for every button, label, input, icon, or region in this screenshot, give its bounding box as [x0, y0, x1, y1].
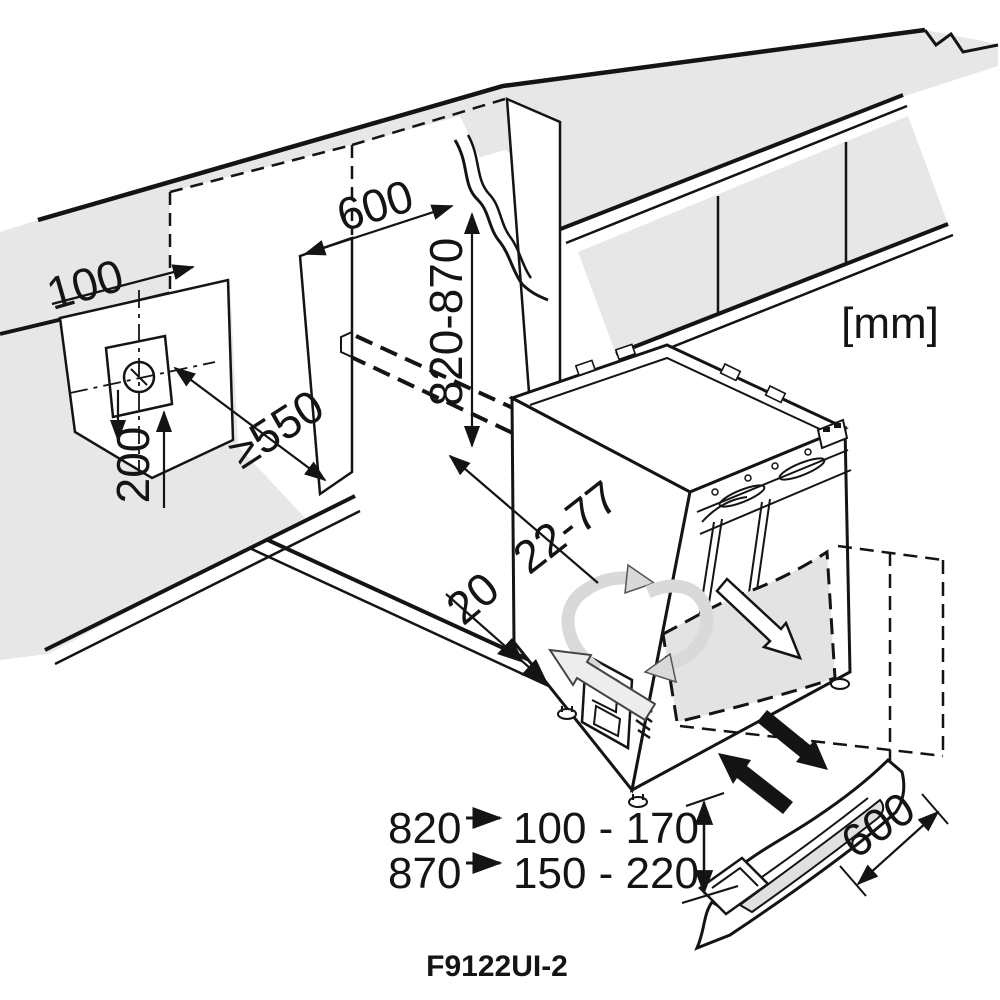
table-row-plinth-range: 150 - 220 — [513, 849, 699, 898]
dim-socket-height-label: 200 — [107, 427, 159, 504]
table-row-niche-height: 820 — [388, 804, 461, 853]
dim-niche-height-label: 820-870 — [420, 238, 472, 407]
adjustable-feet — [557, 678, 850, 808]
arrow-down-right-icon — [757, 710, 828, 770]
power-outlet — [69, 290, 216, 472]
plinth — [694, 757, 906, 951]
door-swap-arrows — [547, 563, 714, 722]
slide-on-arrow-icon — [715, 577, 803, 660]
dimension-lines — [51, 204, 949, 905]
curved-arrow-icon — [624, 563, 656, 595]
worktop-right — [37, 27, 999, 369]
curved-arrow-icon — [643, 652, 678, 684]
up-down-arrow-icon — [681, 791, 739, 905]
mounting-rail — [696, 418, 852, 535]
table-row-plinth-range: 100 - 170 — [513, 804, 699, 853]
plinth-height-table: 820 100 - 170 870 150 - 220 — [388, 804, 699, 898]
arrow-up-left-icon — [718, 753, 793, 814]
black-adjust-arrows — [718, 710, 828, 814]
door-panel — [661, 544, 945, 768]
table-row-niche-height: 870 — [388, 849, 461, 898]
units-label: [mm] — [841, 299, 939, 348]
plinth-clip — [698, 856, 770, 916]
model-number-label: F9122UI-2 — [426, 950, 568, 983]
hollow-arrow-icon — [547, 648, 657, 722]
